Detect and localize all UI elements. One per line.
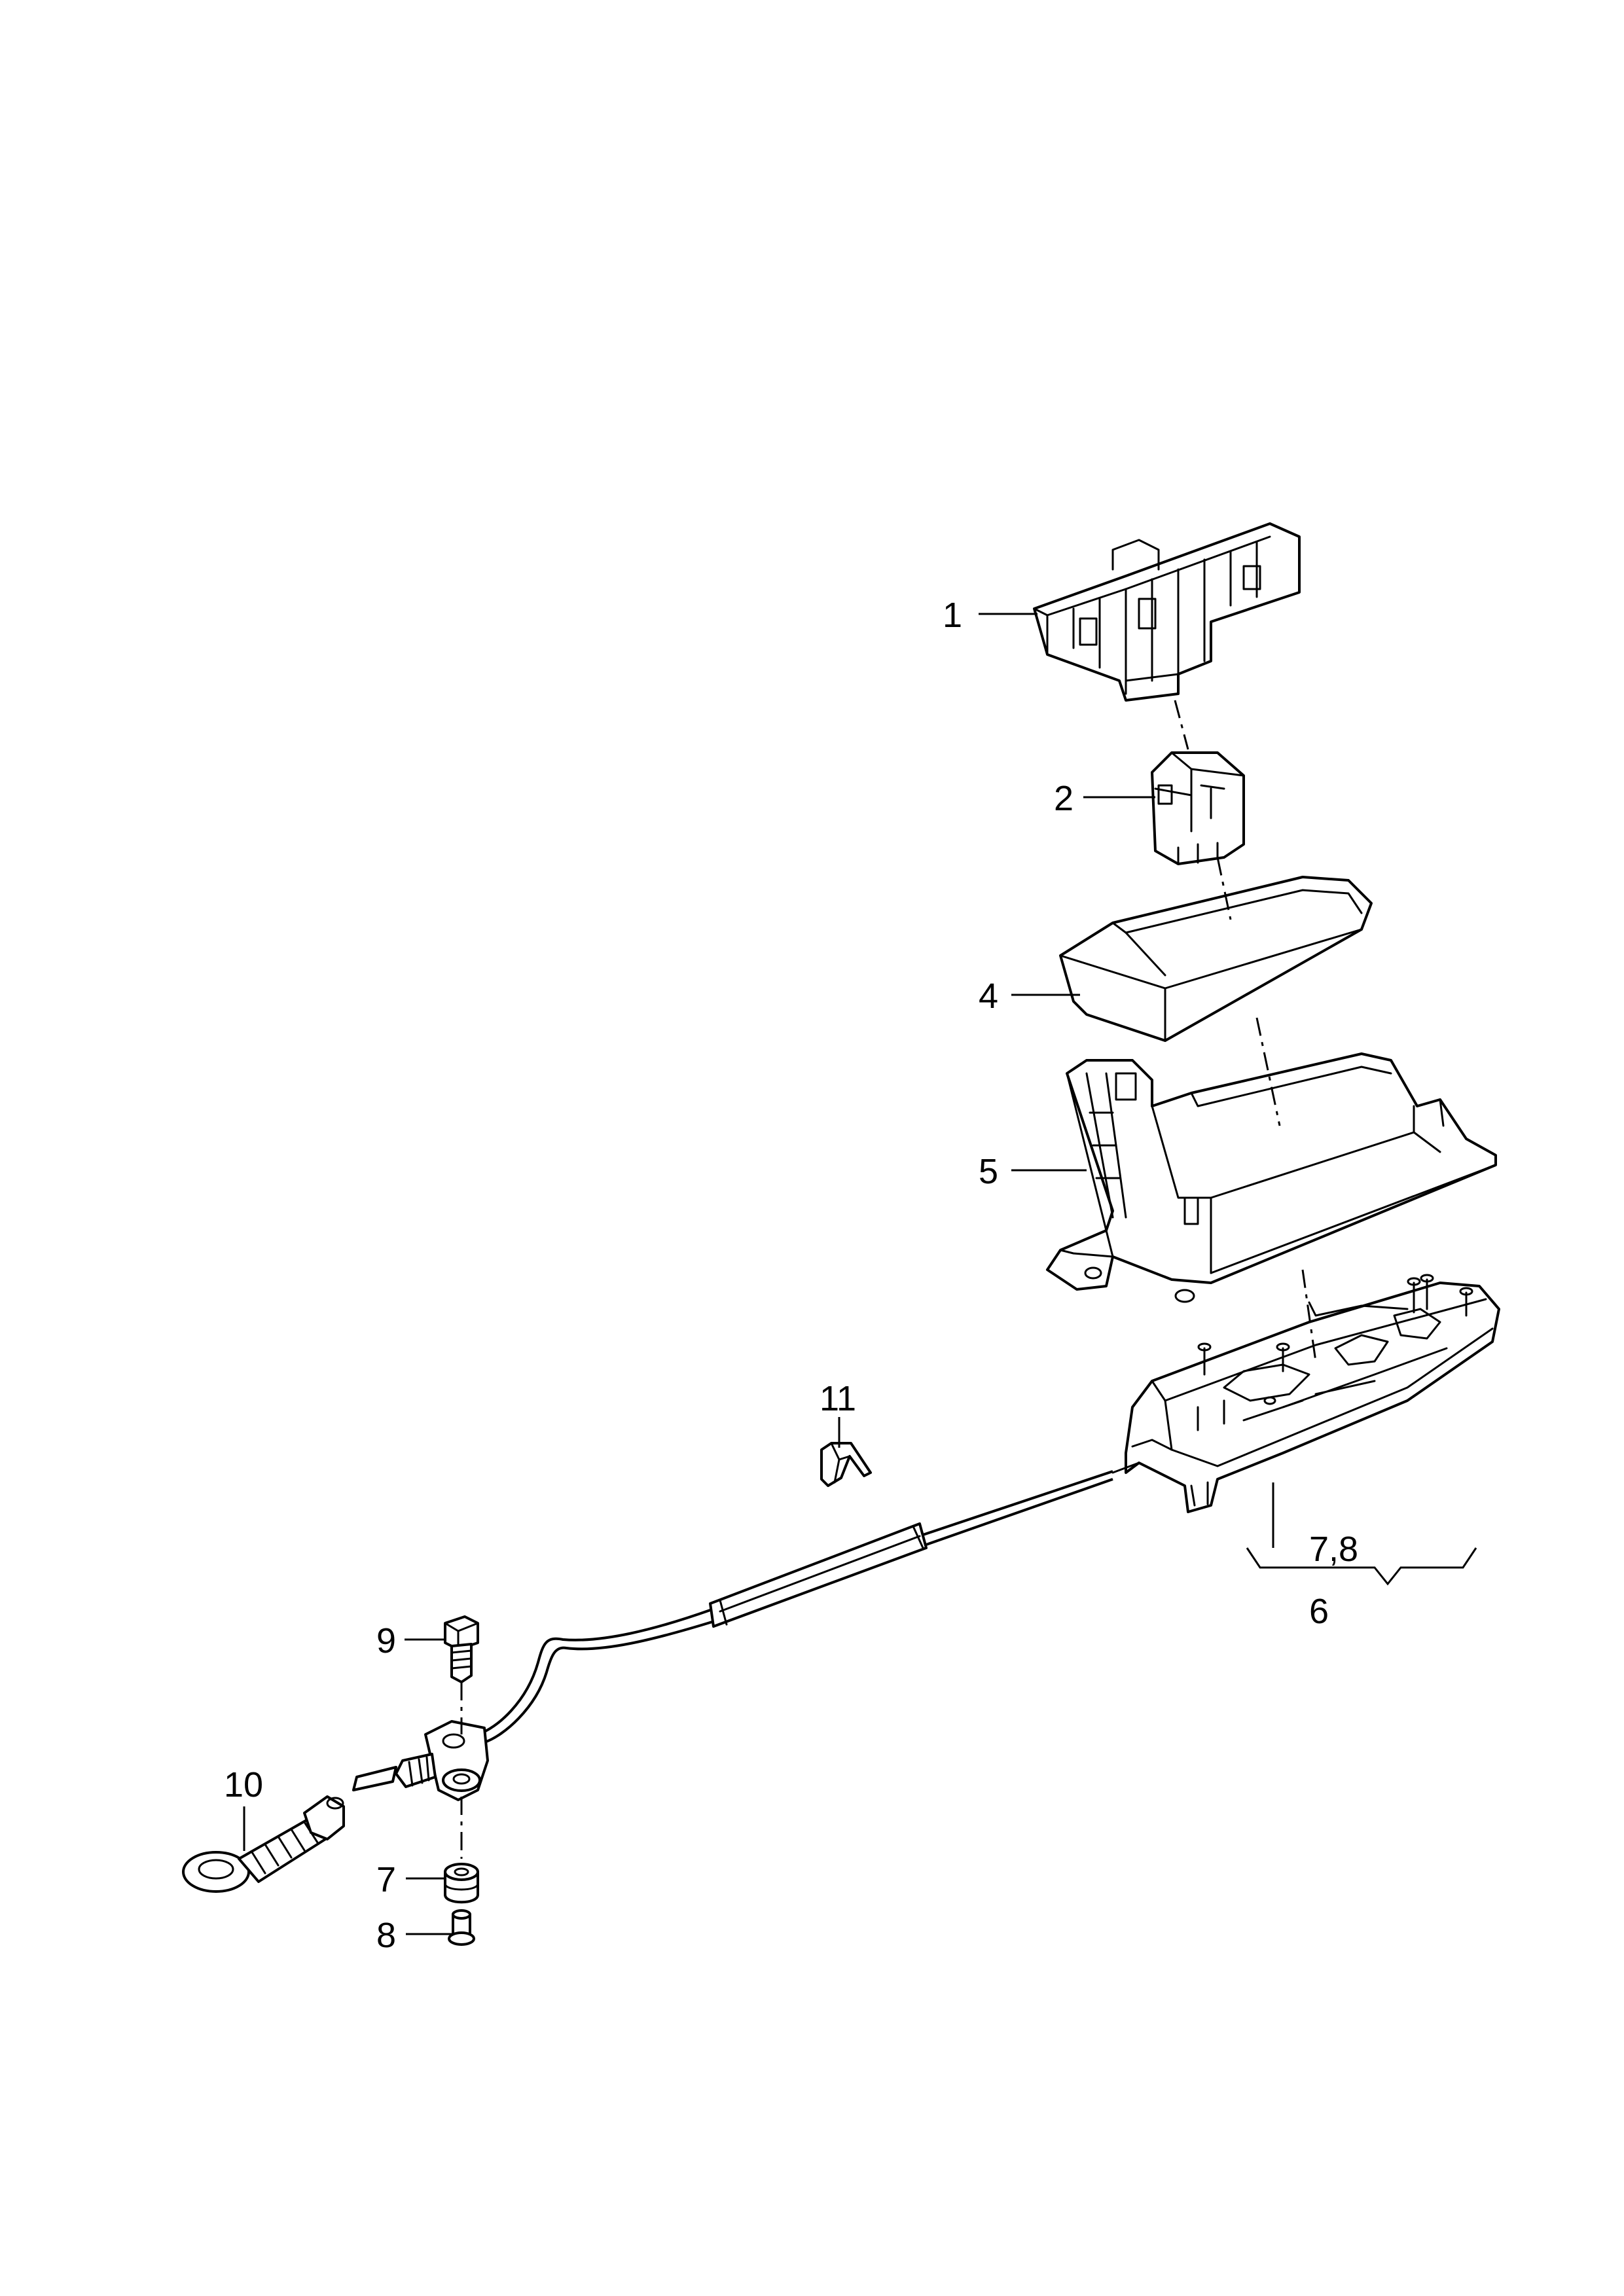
part-9-bolt bbox=[444, 1615, 479, 1683]
part-5-housing bbox=[1046, 1052, 1497, 1303]
callout-7-8: 7,8 bbox=[1309, 1530, 1358, 1569]
part-10-rod-end bbox=[182, 1795, 345, 1893]
callout-9: 9 bbox=[376, 1621, 396, 1660]
callout-5: 5 bbox=[979, 1152, 998, 1191]
shift-cable bbox=[477, 1470, 1113, 1744]
callout-10: 10 bbox=[224, 1765, 263, 1804]
leader-lines bbox=[243, 613, 1477, 1935]
part-6-shift-mechanism bbox=[1111, 1274, 1500, 1513]
cable-end-bracket bbox=[352, 1720, 489, 1801]
callout-8: 8 bbox=[376, 1916, 396, 1955]
part-7-bushing bbox=[444, 1863, 479, 1904]
callout-4: 4 bbox=[979, 977, 998, 1016]
callout-11: 11 bbox=[820, 1379, 856, 1418]
callout-6: 6 bbox=[1309, 1592, 1329, 1631]
callouts: 1 2 4 5 7,8 6 11 9 10 7 8 bbox=[224, 596, 1358, 1955]
part-1-selector-cover bbox=[1033, 522, 1301, 702]
part-2-switch bbox=[1151, 751, 1245, 865]
assembly-axes bbox=[460, 700, 1317, 1859]
callout-7: 7 bbox=[376, 1860, 396, 1899]
callout-2: 2 bbox=[1054, 779, 1074, 818]
part-4-cover bbox=[1059, 876, 1373, 1042]
part-8-sleeve bbox=[448, 1909, 475, 1946]
part-11-clip bbox=[820, 1442, 872, 1487]
callout-1: 1 bbox=[943, 596, 962, 635]
